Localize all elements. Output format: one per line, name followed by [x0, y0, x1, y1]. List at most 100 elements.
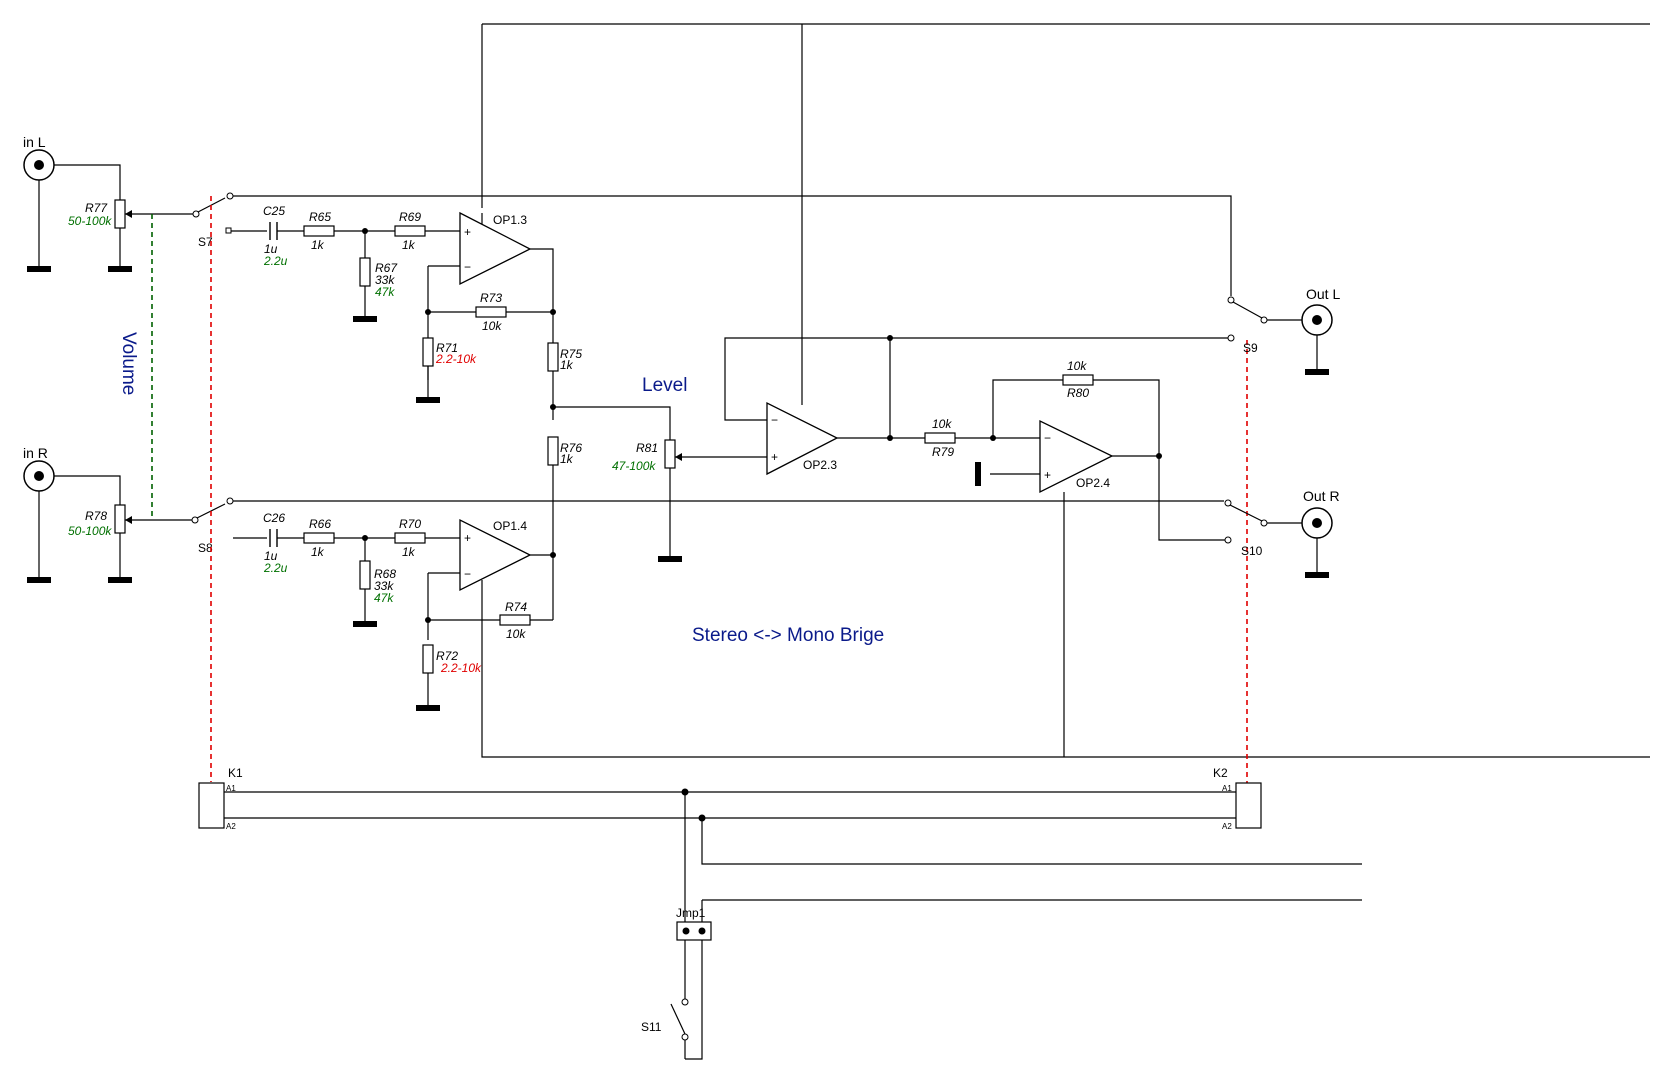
c26-name: C26	[263, 511, 285, 525]
op2-4-minus: −	[1044, 431, 1051, 445]
r72-name: R72	[436, 649, 458, 663]
switch-s7[interactable]	[192, 192, 234, 234]
summing-network	[547, 342, 671, 620]
r79-resistor	[924, 432, 1040, 444]
op2-4-label: OP2.4	[1076, 476, 1110, 490]
r73-value: 10k	[482, 319, 502, 333]
relay-k2[interactable]	[1235, 782, 1262, 829]
k1-a1: A1	[226, 784, 236, 793]
r79-value: 10k	[932, 417, 952, 431]
switch-s11[interactable]	[670, 998, 689, 1059]
r77-value: 50-100k	[68, 214, 112, 228]
s7-label: S7	[198, 235, 213, 249]
r80-name: R80	[1067, 386, 1089, 400]
r78-name: R78	[85, 509, 107, 523]
r74-resistor	[425, 614, 553, 626]
op1-3-minus: −	[464, 260, 471, 274]
r81-level-potentiometer[interactable]	[658, 439, 767, 562]
r67-value: 33k	[375, 273, 395, 287]
r73-resistor	[425, 306, 556, 318]
r69-name: R69	[399, 210, 421, 224]
op1-3-plus: +	[464, 225, 471, 239]
r80-resistor	[992, 374, 1160, 456]
s9-label: S9	[1243, 341, 1258, 355]
right-filter-chain	[233, 529, 460, 627]
r68-name: R68	[374, 567, 396, 581]
op2-3-minus: −	[771, 413, 778, 427]
output-l-label: Out L	[1306, 286, 1340, 302]
s10-label: S10	[1241, 544, 1263, 558]
switch-s8[interactable]	[191, 497, 234, 524]
jumper-jmp1[interactable]	[676, 921, 712, 1060]
k1-a2: A2	[226, 822, 236, 831]
output-r-jack[interactable]	[1301, 507, 1333, 578]
r77-potentiometer[interactable]	[108, 199, 195, 272]
r68-value: 33k	[374, 579, 394, 593]
r65-value: 1k	[311, 238, 325, 252]
op1-4-minus: −	[464, 567, 471, 581]
opamp-op1-4[interactable]	[427, 518, 553, 640]
r65-name: R65	[309, 210, 331, 224]
switch-s10[interactable]	[1224, 499, 1268, 544]
bridge-label: Stereo <-> Mono Brige	[692, 625, 884, 646]
volume-label: Volume	[118, 332, 139, 395]
r74-name: R74	[505, 600, 527, 614]
r66-value: 1k	[311, 545, 325, 559]
op1-4-plus: +	[464, 531, 471, 545]
left-filter-chain	[231, 222, 460, 322]
s11-label: S11	[641, 1020, 662, 1034]
input-r-jack[interactable]	[23, 460, 55, 583]
r75-value: 1k	[560, 358, 574, 372]
s8-label: S8	[198, 541, 213, 555]
k2-a2: A2	[1222, 822, 1232, 831]
c25-value: 1u	[264, 242, 278, 256]
op2-3-label: OP2.3	[803, 458, 837, 472]
r68-value-alt: 47k	[374, 591, 394, 605]
input-r-label: in R	[23, 445, 48, 461]
output-l-jack[interactable]	[1301, 304, 1333, 375]
r81-value: 47-100k	[612, 459, 656, 473]
opamp-op2-4[interactable]	[975, 419, 1226, 541]
top-supply-rail	[481, 23, 1650, 405]
input-l-jack[interactable]	[23, 149, 55, 272]
k1-label: K1	[228, 766, 243, 780]
r78-value: 50-100k	[68, 524, 112, 538]
r76-name: R76	[560, 441, 582, 455]
r71-name: R71	[436, 341, 458, 355]
r66-name: R66	[309, 517, 331, 531]
r80-value: 10k	[1067, 359, 1087, 373]
c26-value: 1u	[264, 549, 278, 563]
r81-name: R81	[636, 441, 658, 455]
op1-3-label: OP1.3	[493, 213, 527, 227]
k2-a1: A1	[1222, 784, 1232, 793]
r78-potentiometer[interactable]	[108, 504, 193, 583]
c26-value-alt: 2.2u	[263, 561, 288, 575]
c25-value-alt: 2.2u	[263, 254, 288, 268]
k2-label: K2	[1213, 766, 1228, 780]
opamp-op2-3[interactable]	[724, 335, 1228, 476]
r76-value: 1k	[560, 452, 574, 466]
relay-coil-bus	[224, 788, 1362, 923]
r74-value: 10k	[506, 627, 526, 641]
op2-4-plus: +	[1044, 468, 1051, 482]
output-r-label: Out R	[1303, 488, 1340, 504]
r71-value: 2.2-10k	[435, 352, 477, 366]
r75-name: R75	[560, 347, 582, 361]
relay-k1[interactable]	[198, 782, 225, 829]
r71-resistor	[416, 337, 440, 403]
r69-value: 1k	[402, 238, 416, 252]
r73-name: R73	[480, 291, 502, 305]
level-label: Level	[642, 375, 687, 396]
switch-s9[interactable]	[1227, 296, 1268, 342]
c25-name: C25	[263, 204, 285, 218]
r72-resistor	[416, 644, 440, 711]
bottom-supply-rail	[481, 492, 1650, 758]
op1-4-label: OP1.4	[493, 519, 527, 533]
r79-name: R79	[932, 445, 954, 459]
r67-name: R67	[375, 261, 398, 275]
r77-name: R77	[85, 201, 108, 215]
r67-value-alt: 47k	[375, 285, 395, 299]
input-l-label: in L	[23, 134, 46, 150]
r72-value: 2.2-10k	[440, 661, 482, 675]
